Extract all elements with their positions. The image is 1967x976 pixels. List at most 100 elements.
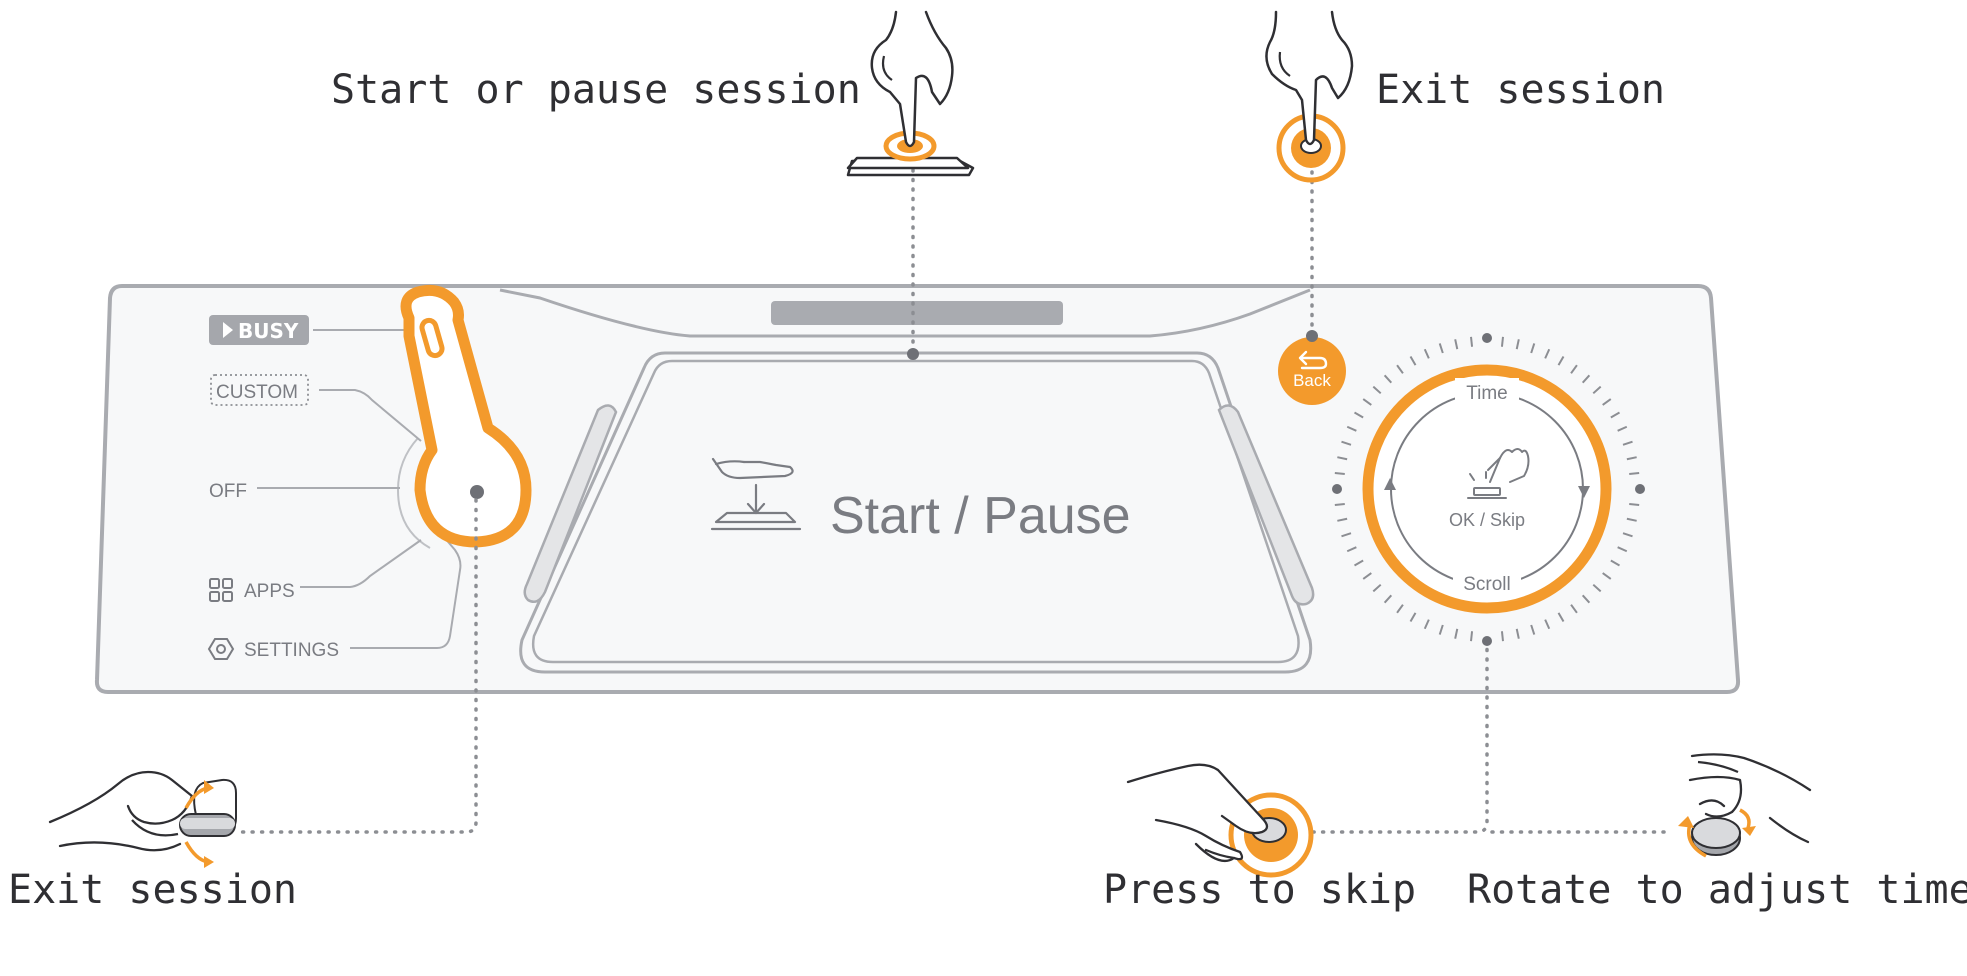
leader-dot-screen	[907, 348, 919, 360]
dial-tick	[1337, 456, 1348, 461]
screen-surface[interactable]	[531, 359, 1300, 664]
dial-tick	[1423, 619, 1430, 630]
dial-scroll-label: Scroll	[1463, 574, 1511, 595]
dial-tick	[1362, 398, 1372, 406]
dial-arrow-right	[1578, 486, 1590, 498]
finger-press-icon	[1467, 448, 1530, 499]
dial-ok-skip-label: OK / Skip	[1449, 510, 1525, 530]
callout-press-to-skip: Press to skip	[1103, 867, 1417, 913]
dial-tick	[1423, 348, 1430, 359]
dial-tick	[1383, 374, 1393, 384]
dial-tick	[1438, 343, 1444, 354]
dial-tick	[1544, 348, 1551, 359]
mode-arc	[396, 437, 431, 549]
leader-dot-dial	[1482, 636, 1492, 646]
mode-connectors	[257, 329, 462, 649]
dial-tick	[1622, 532, 1633, 538]
dial-tick	[1470, 631, 1474, 642]
dial-dot-right	[1635, 484, 1645, 494]
dial-tick	[1454, 628, 1459, 639]
dial-tick	[1629, 502, 1640, 506]
dial-tick	[1557, 355, 1565, 366]
tap-screen-gesture-icon	[846, 10, 975, 177]
dial-tick	[1372, 385, 1382, 395]
dial-tick	[1629, 472, 1640, 476]
dial-tick	[1617, 546, 1628, 553]
dial-tick	[1500, 631, 1504, 642]
dial-tick	[1557, 612, 1565, 623]
busy-badge-label: BUSY	[238, 319, 299, 343]
dial-tick	[1334, 502, 1345, 506]
dial-tick	[1353, 559, 1364, 567]
dial-tick	[1500, 336, 1504, 347]
left-side-bar	[523, 404, 618, 603]
dial-dot-left	[1332, 484, 1342, 494]
right-side-bar	[1217, 404, 1315, 606]
screen-start-pause-label: Start / Pause	[830, 487, 1131, 545]
dial-tick	[1337, 517, 1348, 522]
leader-lines	[238, 168, 1674, 834]
dial-time-label: Time	[1466, 383, 1508, 404]
pinch-lever-gesture-icon	[48, 770, 237, 868]
off-mode-label[interactable]: OFF	[209, 481, 247, 502]
dial-tick	[1570, 364, 1578, 374]
dial-tick	[1610, 411, 1621, 419]
dial-tick	[1530, 624, 1536, 635]
dial-tick	[1581, 374, 1591, 384]
custom-mode-label[interactable]: CUSTOM	[216, 382, 298, 403]
dial-tick	[1570, 604, 1578, 614]
dial-tick	[1515, 628, 1520, 639]
hexagon-gear-icon	[207, 638, 235, 660]
callout-start-pause-session: Start or pause session	[331, 67, 861, 113]
dial-tick	[1622, 440, 1633, 446]
dial-tick	[1362, 572, 1372, 580]
callout-exit-session-top: Exit session	[1376, 67, 1665, 113]
top-display-slot	[771, 301, 1063, 325]
dial-tick	[1592, 385, 1602, 395]
dial-tick	[1626, 517, 1637, 522]
dial-arrow-left	[1384, 478, 1396, 490]
dial-tick	[1617, 425, 1628, 432]
dial-tick	[1592, 583, 1602, 593]
back-button[interactable]	[1278, 337, 1346, 405]
back-button-label: Back	[1293, 371, 1331, 390]
dial-tick	[1515, 339, 1520, 350]
hand-press-icon	[710, 457, 802, 531]
dial-dot-top	[1482, 333, 1492, 343]
dial-tick	[1346, 546, 1357, 553]
dial-tick	[1602, 572, 1612, 580]
dial-tick	[1626, 456, 1637, 461]
callout-exit-session-bottom: Exit session	[8, 867, 297, 913]
dial-tick	[1470, 336, 1474, 347]
dial-tick	[1438, 624, 1444, 635]
dial-ticks	[1334, 336, 1640, 642]
dial-tick	[1346, 425, 1357, 432]
device-top-bevel	[499, 288, 1311, 338]
dial-tick	[1341, 532, 1352, 538]
dial-tick	[1602, 398, 1612, 406]
busy-badge	[209, 315, 309, 345]
apps-mode-label[interactable]: APPS	[244, 581, 295, 602]
dial-tick	[1610, 559, 1621, 567]
play-triangle-icon	[223, 322, 233, 338]
leader-dot-back	[1306, 330, 1318, 342]
dial-tick	[1454, 339, 1459, 350]
lever-slot	[419, 317, 445, 359]
dial-tick	[1341, 440, 1352, 446]
dial-tick	[1396, 364, 1404, 374]
dial-tick	[1581, 594, 1591, 604]
dial-tick	[1372, 583, 1382, 593]
dial-tick	[1544, 619, 1551, 630]
settings-mode-label[interactable]: SETTINGS	[244, 640, 339, 661]
lever-pivot	[470, 485, 484, 499]
dial-tick	[1383, 594, 1393, 604]
dial-tick	[1409, 612, 1417, 623]
dial-tick	[1409, 355, 1417, 366]
callout-rotate-to-adjust-time: Rotate to adjust time	[1467, 867, 1967, 913]
dial-tick	[1530, 343, 1536, 354]
return-arrow-icon	[1298, 350, 1328, 370]
dial-tick	[1334, 472, 1345, 476]
dial-tick	[1353, 411, 1364, 419]
